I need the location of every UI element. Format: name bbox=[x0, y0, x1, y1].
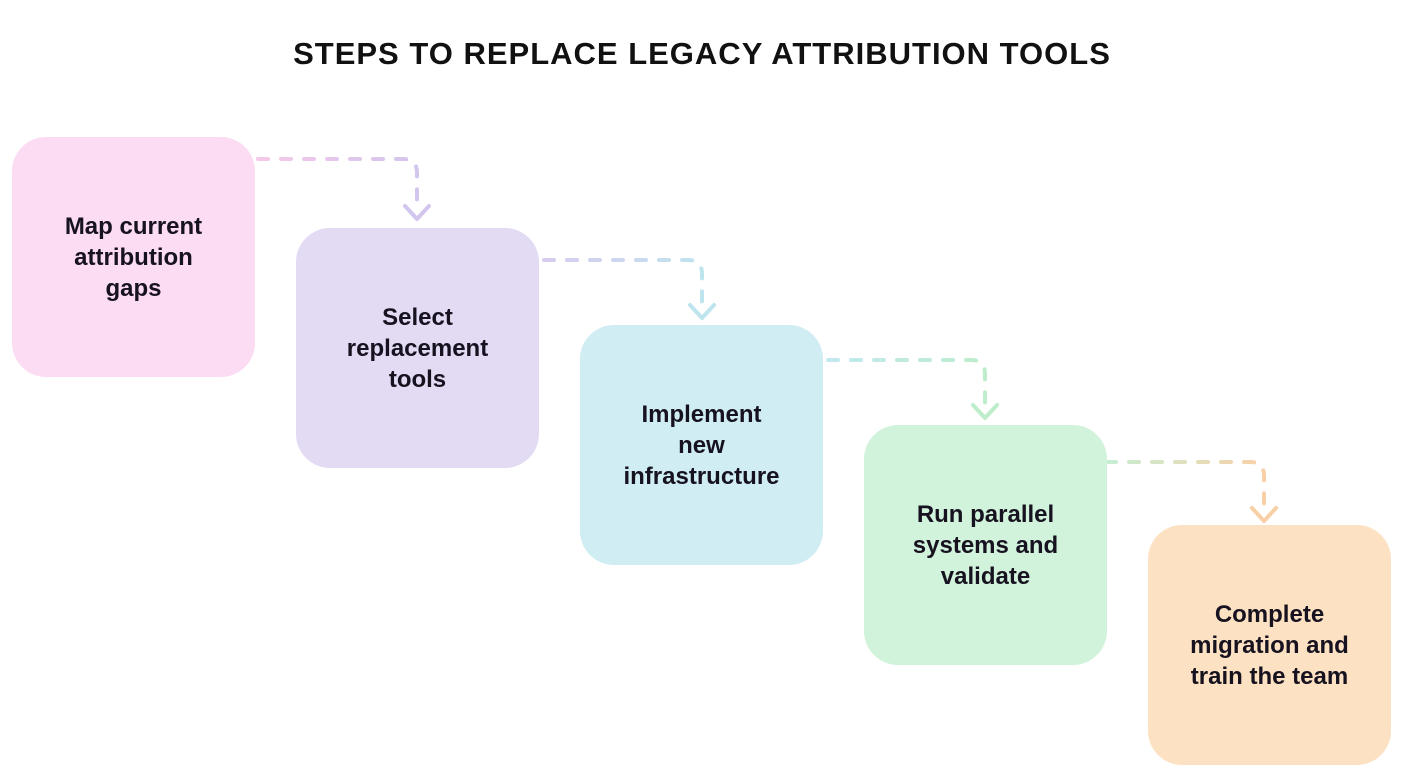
page-title: STEPS TO REPLACE LEGACY ATTRIBUTION TOOL… bbox=[293, 36, 1111, 71]
arrow-step2-to-step3 bbox=[542, 258, 716, 320]
arrow-down-icon bbox=[971, 403, 999, 420]
arrow-step3-to-step4 bbox=[826, 358, 999, 420]
step-box-3: Implement new infrastructure bbox=[580, 325, 823, 565]
step-box-4: Run parallel systems and validate bbox=[864, 425, 1107, 665]
step-3-label: Implement new infrastructure bbox=[623, 400, 780, 490]
arrow-down-icon bbox=[403, 204, 431, 221]
step-1-label: Map current attribution gaps bbox=[64, 212, 203, 302]
step-2-label: Select replacement tools bbox=[346, 303, 489, 393]
step-5-label: Complete migration and train the team bbox=[1190, 600, 1349, 690]
arrow-step4-to-step5 bbox=[1104, 460, 1278, 523]
arrow-down-icon bbox=[1250, 506, 1278, 523]
step-box-1: Map current attribution gaps bbox=[12, 137, 255, 377]
arrow-step1-to-step2 bbox=[256, 157, 431, 221]
step-box-2: Select replacement tools bbox=[296, 228, 539, 468]
step-box-5: Complete migration and train the team bbox=[1148, 525, 1391, 765]
arrow-down-icon bbox=[688, 303, 716, 320]
step-4-label: Run parallel systems and validate bbox=[912, 500, 1059, 590]
